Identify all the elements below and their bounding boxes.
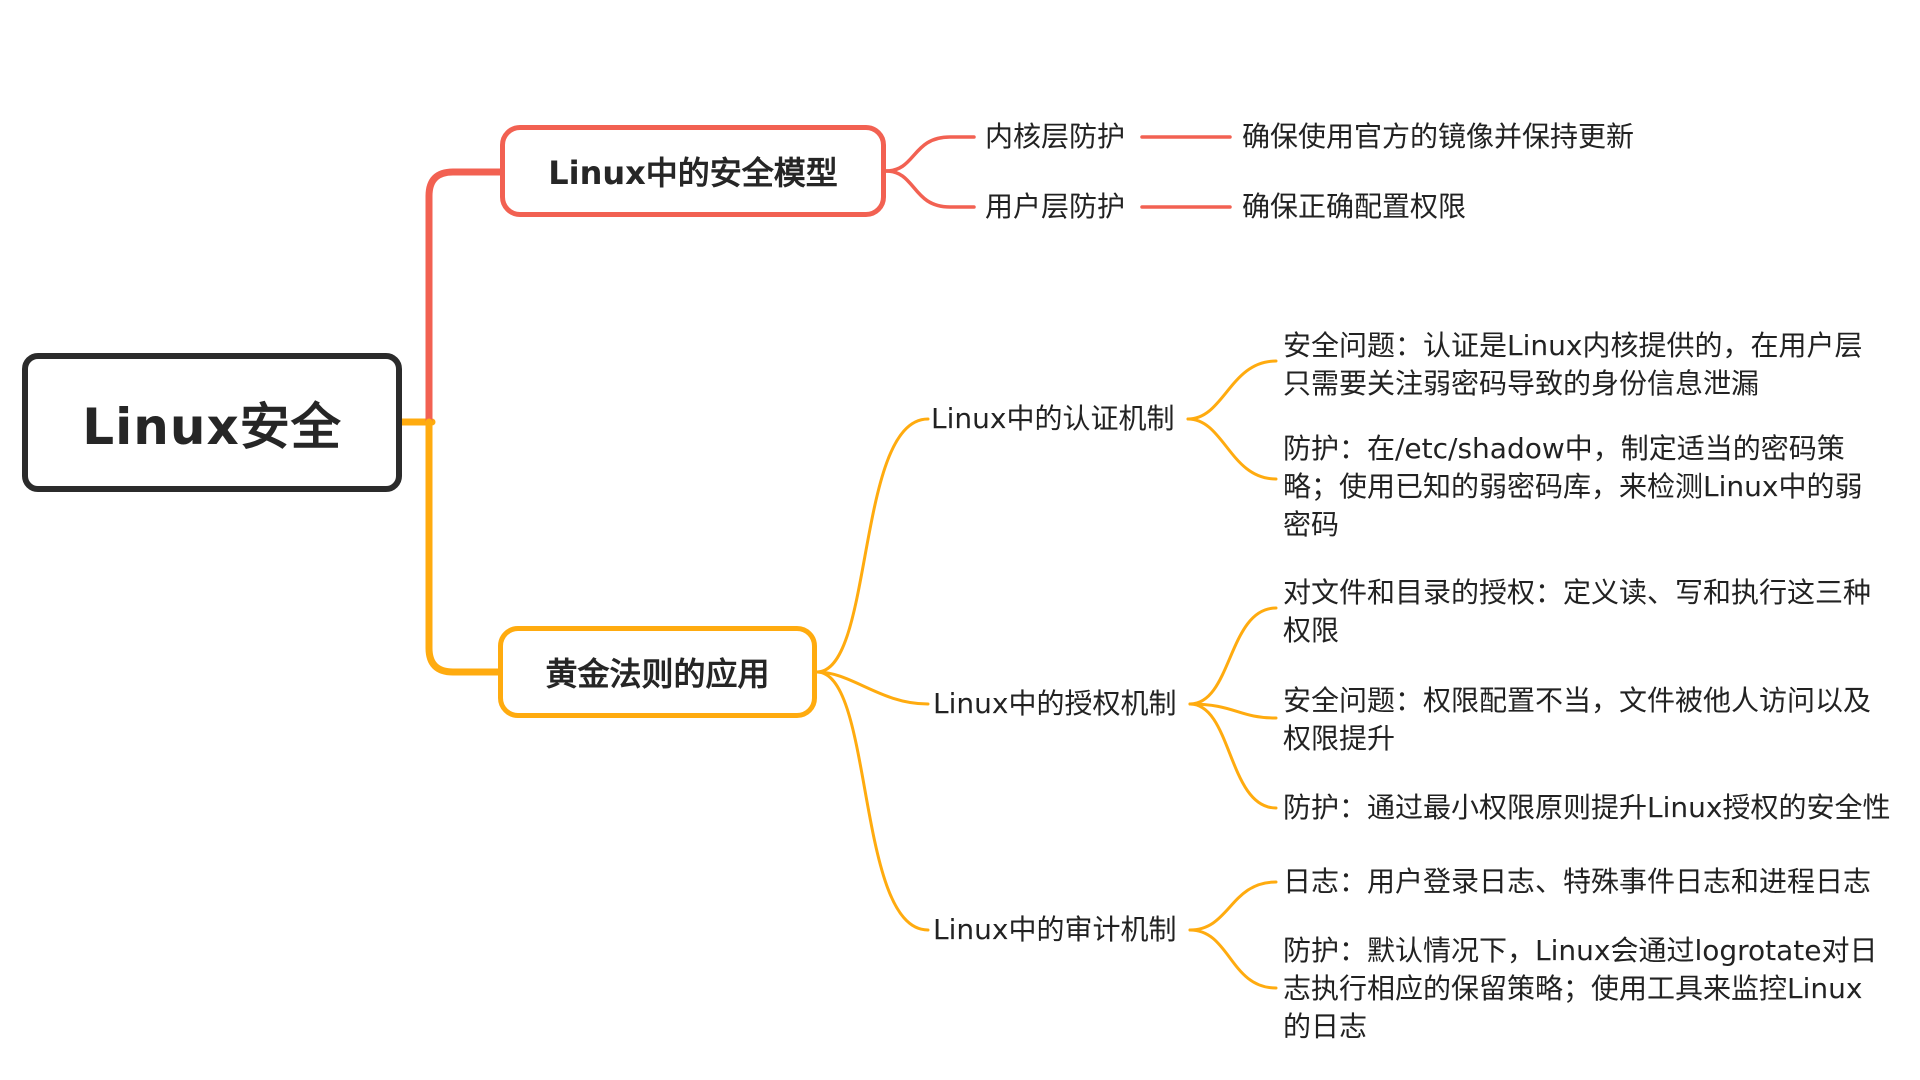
connector-root-to-golden-rules	[425, 418, 502, 676]
leaf-user-protection[interactable]: 确保正确配置权限	[1242, 190, 1467, 223]
label-kernel-protection[interactable]: 内核层防护	[985, 120, 1126, 153]
leaf-audit-logs[interactable]: 日志：用户登录日志、特殊事件日志和进程日志	[1283, 865, 1872, 898]
branch-security-model-node[interactable]: Linux中的安全模型	[500, 125, 886, 217]
connector-auth-to-leaf2	[1186, 417, 1278, 481]
root-node[interactable]: Linux安全	[22, 353, 402, 492]
connector-golden-to-audit	[815, 670, 930, 932]
connector-authz-to-leaf3	[1188, 702, 1278, 810]
leaf-authz-file-dir[interactable]: 对文件和目录的授权：定义读、写和执行这三种 权限	[1283, 576, 1872, 647]
label-auth-mechanism[interactable]: Linux中的认证机制	[931, 402, 1175, 435]
label-authz-mechanism[interactable]: Linux中的授权机制	[933, 687, 1177, 720]
leaf-kernel-protection[interactable]: 确保使用官方的镜像并保持更新	[1242, 120, 1635, 153]
leaf-auth-protection[interactable]: 防护：在/etc/shadow中，制定适当的密码策 略；使用已知的弱密码库，来检…	[1283, 432, 1863, 541]
branch-golden-rules-node[interactable]: 黄金法则的应用	[498, 626, 817, 718]
leaf-auth-issue[interactable]: 安全问题：认证是Linux内核提供的，在用户层 只需要关注弱密码导致的身份信息泄…	[1283, 329, 1863, 400]
connector-golden-to-auth	[815, 417, 930, 674]
label-audit-mechanism[interactable]: Linux中的审计机制	[933, 913, 1177, 946]
connector-security-to-kernel	[884, 135, 976, 173]
connector-root-to-security-model	[425, 168, 504, 426]
leaf-authz-issue[interactable]: 安全问题：权限配置不当，文件被他人访问以及 权限提升	[1283, 684, 1872, 755]
connector-audit-to-leaf2	[1188, 928, 1278, 990]
connector-authz-to-leaf2	[1188, 702, 1278, 720]
connector-audit-to-leaf1	[1188, 880, 1278, 932]
connector-auth-to-leaf1	[1186, 359, 1278, 421]
connector-golden-to-authz	[815, 670, 930, 706]
leaf-audit-protection[interactable]: 防护：默认情况下，Linux会通过logrotate对日 志执行相应的保留策略；…	[1283, 934, 1878, 1043]
connector-security-to-user	[884, 169, 976, 209]
leaf-authz-protection[interactable]: 防护：通过最小权限原则提升Linux授权的安全性	[1283, 791, 1891, 824]
connector-authz-to-leaf1	[1188, 606, 1278, 706]
label-user-protection[interactable]: 用户层防护	[985, 190, 1126, 223]
